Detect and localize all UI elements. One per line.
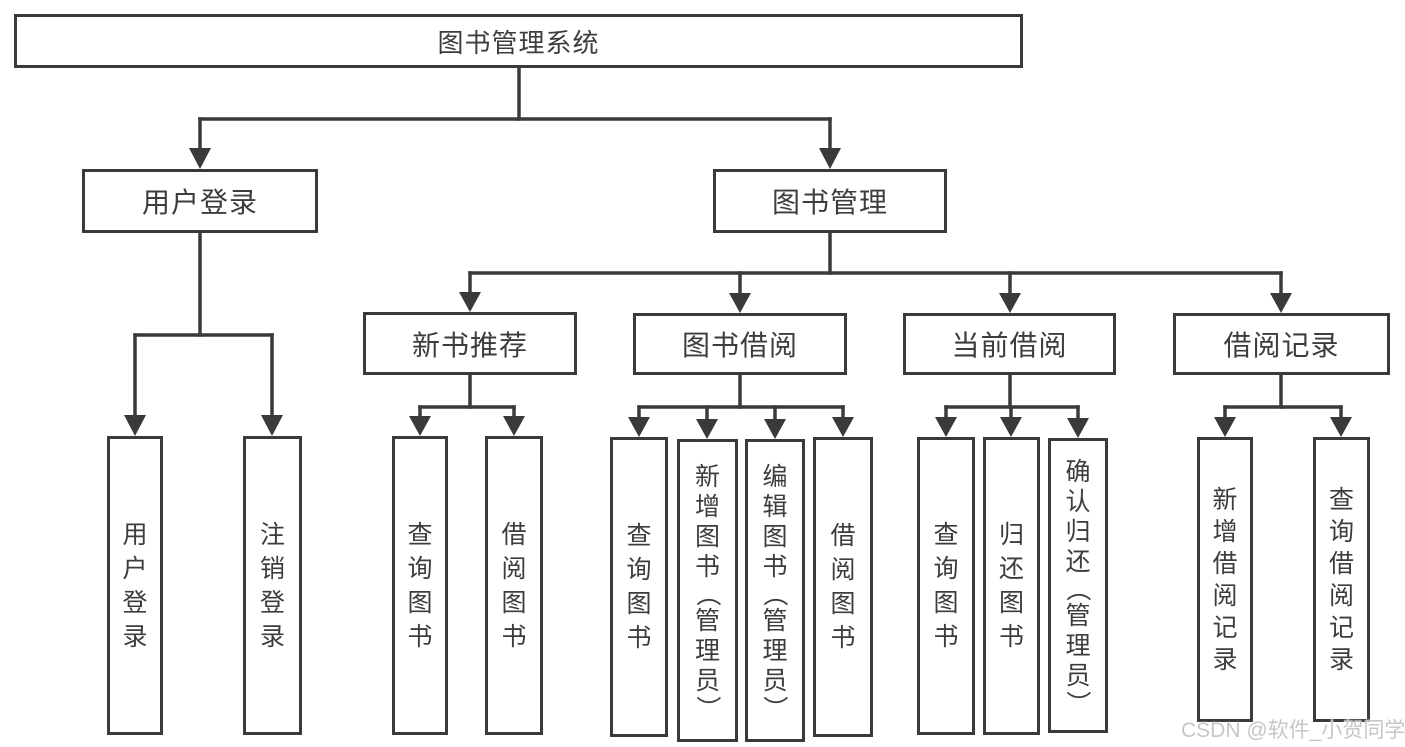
leaf-add-borrow-record: 新增借阅记录 bbox=[1197, 437, 1253, 722]
vertical-char: 新 bbox=[1212, 485, 1238, 514]
vertical-char: 图 bbox=[501, 588, 527, 617]
vertical-char: 书 bbox=[626, 624, 652, 652]
vertical-char: 记 bbox=[1212, 613, 1238, 642]
leaf-return-books: 归还图书 bbox=[983, 437, 1040, 735]
vertical-char: 书 bbox=[694, 552, 720, 581]
vertical-char: 询 bbox=[626, 556, 652, 584]
vertical-char: 管 bbox=[1065, 601, 1091, 630]
vertical-char: 管 bbox=[762, 606, 788, 635]
vertical-char: 图 bbox=[762, 522, 788, 551]
node-new-book-recommend: 新书推荐 bbox=[363, 312, 577, 375]
vertical-char: 图 bbox=[626, 590, 652, 618]
leaf-query-borrow-record: 查询借阅记录 bbox=[1313, 437, 1370, 722]
vertical-char: 阅 bbox=[1212, 581, 1238, 610]
vertical-char: 辑 bbox=[762, 492, 788, 521]
vertical-char: 登 bbox=[122, 588, 148, 617]
vertical-char: 查 bbox=[933, 521, 959, 549]
vertical-char: 查 bbox=[1328, 485, 1354, 514]
vertical-char: 图 bbox=[933, 589, 959, 617]
leaf-confirm-return-admin: 确认归还（管理员） bbox=[1048, 438, 1108, 733]
vertical-char: 借 bbox=[1212, 549, 1238, 578]
vertical-char: 理 bbox=[694, 636, 720, 665]
vertical-char: 理 bbox=[1065, 631, 1091, 660]
vertical-char: 编 bbox=[762, 462, 788, 491]
vertical-char: 确 bbox=[1065, 457, 1091, 486]
vertical-char: 登 bbox=[259, 588, 285, 617]
leaf-borrow-books-recommend: 借阅图书 bbox=[485, 436, 543, 735]
vertical-char: 图 bbox=[694, 522, 720, 551]
vertical-char: 管 bbox=[694, 606, 720, 635]
vertical-char: 查 bbox=[626, 522, 652, 550]
vertical-char: 阅 bbox=[1328, 581, 1354, 610]
vertical-char: 图 bbox=[830, 590, 856, 618]
vertical-char: 录 bbox=[1328, 645, 1354, 674]
vertical-char: 阅 bbox=[830, 556, 856, 584]
vertical-char: 书 bbox=[933, 623, 959, 651]
vertical-char: 增 bbox=[694, 492, 720, 521]
leaf-edit-books-admin: 编辑图书（管理员） bbox=[745, 439, 805, 742]
node-root: 图书管理系统 bbox=[14, 14, 1023, 68]
leaf-query-books-borrow: 查询图书 bbox=[610, 437, 668, 737]
vertical-char: 询 bbox=[407, 554, 433, 583]
vertical-char: 归 bbox=[998, 521, 1024, 549]
vertical-char: （ bbox=[1063, 575, 1092, 602]
vertical-char: 录 bbox=[1212, 645, 1238, 674]
vertical-char: 借 bbox=[1328, 549, 1354, 578]
vertical-char: 书 bbox=[830, 624, 856, 652]
vertical-char: 询 bbox=[933, 555, 959, 583]
vertical-char: ） bbox=[1063, 689, 1092, 716]
vertical-char: 员 bbox=[1065, 661, 1091, 690]
vertical-char: 书 bbox=[407, 622, 433, 651]
vertical-char: 还 bbox=[998, 555, 1024, 583]
vertical-char: 阅 bbox=[501, 554, 527, 583]
leaf-user-login: 用户登录 bbox=[107, 436, 163, 735]
vertical-char: ） bbox=[760, 694, 789, 721]
node-book-management: 图书管理 bbox=[713, 169, 947, 233]
vertical-char: 询 bbox=[1328, 517, 1354, 546]
leaf-query-books-current: 查询图书 bbox=[917, 437, 975, 735]
vertical-char: 记 bbox=[1328, 613, 1354, 642]
vertical-char: 员 bbox=[762, 666, 788, 695]
vertical-char: 借 bbox=[501, 520, 527, 549]
vertical-char: ） bbox=[693, 694, 722, 721]
node-user-login: 用户登录 bbox=[82, 169, 318, 233]
vertical-char: 查 bbox=[407, 520, 433, 549]
node-current-borrow: 当前借阅 bbox=[903, 313, 1116, 375]
leaf-borrow-books-borrow: 借阅图书 bbox=[813, 437, 873, 737]
vertical-char: 用 bbox=[122, 520, 148, 549]
csdn-watermark: CSDN @软件_小贺同学 bbox=[1181, 719, 1405, 742]
vertical-char: 借 bbox=[830, 522, 856, 550]
vertical-char: 注 bbox=[259, 520, 285, 549]
vertical-char: 录 bbox=[259, 622, 285, 651]
vertical-char: 图 bbox=[998, 589, 1024, 617]
vertical-char: 书 bbox=[501, 622, 527, 651]
leaf-logout: 注销登录 bbox=[243, 436, 302, 735]
vertical-char: 员 bbox=[694, 666, 720, 695]
vertical-char: 还 bbox=[1065, 547, 1091, 576]
vertical-char: 认 bbox=[1065, 487, 1091, 516]
vertical-char: 书 bbox=[998, 623, 1024, 651]
vertical-char: 销 bbox=[259, 554, 285, 583]
node-book-borrow: 图书借阅 bbox=[633, 313, 847, 375]
vertical-char: （ bbox=[760, 580, 789, 607]
leaf-query-books-recommend: 查询图书 bbox=[392, 436, 448, 735]
leaf-add-books-admin: 新增图书（管理员） bbox=[677, 439, 738, 742]
vertical-char: 户 bbox=[122, 554, 148, 583]
vertical-char: 增 bbox=[1212, 517, 1238, 546]
vertical-char: 书 bbox=[762, 552, 788, 581]
vertical-char: （ bbox=[693, 580, 722, 607]
vertical-char: 新 bbox=[694, 462, 720, 491]
vertical-char: 录 bbox=[122, 622, 148, 651]
vertical-char: 图 bbox=[407, 588, 433, 617]
vertical-char: 归 bbox=[1065, 517, 1091, 546]
vertical-char: 理 bbox=[762, 636, 788, 665]
node-borrow-records: 借阅记录 bbox=[1173, 313, 1390, 375]
